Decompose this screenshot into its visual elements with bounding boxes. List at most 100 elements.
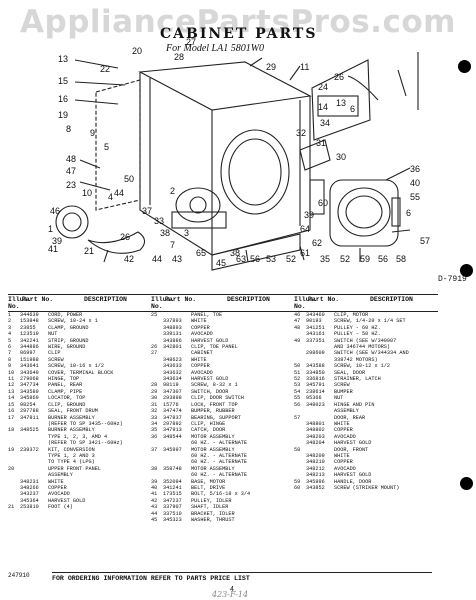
callout: 62 — [312, 238, 322, 248]
part-description: WHITE — [191, 318, 207, 325]
illus-number: 39 — [151, 478, 158, 485]
part-description: CLIP, MOTOR — [334, 312, 369, 318]
illus-number: 9 — [8, 363, 12, 370]
illus-number: 3 — [8, 324, 12, 331]
part-number: 341251 — [306, 324, 325, 331]
part-number: 348266 — [20, 484, 39, 491]
part-number: 337907 — [163, 504, 182, 511]
part-description: FOOT (4) — [48, 504, 73, 511]
callout: 21 — [84, 246, 94, 256]
illus-number: 13 — [8, 388, 15, 395]
table-row: AND 346744 MOTORS) — [294, 344, 437, 350]
callout: 50 — [124, 174, 134, 184]
part-number: 337351 — [306, 337, 325, 344]
part-description: AVOCADO — [334, 433, 356, 440]
part-description: CLAMP, PIPE — [48, 388, 83, 395]
part-description: 60 HZ. - ALTERNATE — [191, 452, 248, 459]
part-number: 348893 — [163, 324, 182, 331]
part-description: AVOCADO — [191, 369, 213, 376]
callout: 10 — [82, 188, 92, 198]
part-number: 86997 — [20, 350, 36, 357]
illus-number: 36 — [151, 433, 158, 440]
part-description: CABINET — [191, 350, 213, 357]
callout: 52 — [286, 254, 296, 264]
diagram-code: D-7919 — [438, 275, 467, 284]
part-description: ASSEMBLY — [334, 408, 359, 415]
callout: 38 — [230, 248, 240, 258]
illus-number: 45 — [151, 517, 158, 523]
part-number: 15776 — [163, 401, 179, 408]
callout: 33 — [154, 216, 164, 226]
part-description: TYPE 1, 2 AND 3 — [48, 452, 95, 459]
part-number: 347307 — [163, 388, 182, 395]
illus-number: 59 — [294, 478, 301, 485]
illus-number: 55 — [294, 395, 301, 402]
part-number: 343886 — [163, 337, 182, 344]
part-description: CLIP, DOOR SWITCH — [191, 395, 244, 402]
part-number: 348525 — [20, 427, 39, 434]
part-number: 345869 — [20, 395, 39, 402]
callout: 63 — [236, 254, 246, 264]
callout: 64 — [300, 224, 310, 234]
illus-number: 46 — [294, 312, 301, 318]
part-number: 343460 — [306, 312, 325, 318]
part-description: PANEL, TOE — [191, 312, 223, 318]
part-number: 337893 — [163, 318, 182, 325]
part-number: 343634 — [163, 376, 182, 383]
callout: 58 — [396, 254, 406, 264]
callout: 47 — [66, 166, 76, 176]
illus-number: 18 — [8, 427, 15, 434]
part-description: PULLEY - 60 HZ. — [334, 324, 381, 331]
part-number: 339131 — [163, 331, 182, 338]
callout: 23 — [66, 180, 76, 190]
part-number: 348210 — [306, 459, 325, 466]
illus-number: 33 — [151, 414, 158, 421]
callout: 34 — [320, 118, 330, 128]
header-illus: Illus. No. — [294, 296, 318, 310]
header-desc: DESCRIPTION — [227, 296, 270, 303]
part-description: SWITCH (SEE W/344334 AND — [334, 350, 409, 357]
callout: 28 — [174, 52, 184, 62]
part-description: BOLT, 5/16-18 x 3/4 — [191, 491, 251, 498]
part-description: MOTOR ASSEMBLY — [191, 433, 235, 440]
callout: 14 — [318, 102, 328, 112]
illus-number: 37 — [151, 446, 158, 453]
part-number: 293898 — [163, 395, 182, 402]
part-description: SEAL, FRONT DRUM — [48, 408, 98, 415]
callout: 2 — [170, 186, 175, 196]
part-description: BASE, MOTOR — [191, 478, 226, 485]
callout: 6 — [406, 208, 411, 218]
part-description: DOOR, REAR — [334, 414, 366, 421]
part-description: BURNER ASSEMBLY — [48, 414, 95, 421]
table-row: 60 HZ. - ALTERNATE — [151, 472, 294, 478]
callout: 1 — [48, 224, 53, 234]
part-description: CLIP, GROUND — [48, 401, 86, 408]
illus-number: 14 — [8, 395, 15, 402]
table-row: 60 HZ. - ALTERNATE — [151, 459, 294, 465]
part-number: 279068 — [20, 376, 39, 383]
callout: 26 — [334, 72, 344, 82]
part-number: 348623 — [163, 356, 182, 363]
callout: 56 — [250, 254, 260, 264]
